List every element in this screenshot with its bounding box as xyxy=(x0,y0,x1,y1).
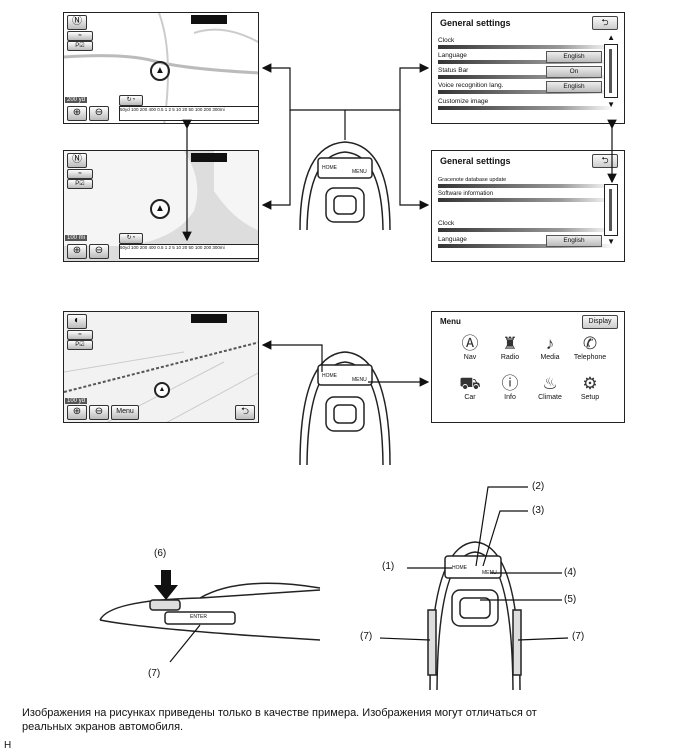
corner-letter: H xyxy=(4,740,12,751)
map-mode-button[interactable]: ≈ xyxy=(67,330,93,340)
scroll-down-icon[interactable]: ▼ xyxy=(607,100,615,109)
zoom-in-button[interactable]: ⊕ xyxy=(67,106,87,121)
distance-label: 200 yd xyxy=(65,97,88,103)
home-button[interactable]: HOME xyxy=(452,565,467,571)
distance-label: 100 mi xyxy=(65,235,88,241)
poi-button[interactable]: P☑ xyxy=(67,179,93,189)
map-screen-2: Ⓝ ≈ P☑ ▲ 100 mi ⊕ ⊖ ↻◔ 50yd 100 200 400 … xyxy=(63,150,259,262)
street-label-box xyxy=(191,15,227,24)
menu-item-radio[interactable]: ♜Radio xyxy=(488,334,532,361)
menu-item-telephone[interactable]: ✆Telephone xyxy=(568,334,612,361)
general-settings-screen-1: General settings ⮌ Clock Language Englis… xyxy=(431,12,625,124)
menu-item-media[interactable]: ♪Media xyxy=(528,334,572,361)
setting-row-gracenote[interactable]: Gracenote database update xyxy=(438,175,613,188)
setup-gear-icon: ⚙ xyxy=(582,374,598,393)
street-label-box xyxy=(191,314,227,323)
menu-button[interactable]: MENU xyxy=(482,570,497,576)
map-mode-button[interactable]: ≈ xyxy=(67,31,93,41)
compass-button[interactable]: ◐ xyxy=(67,314,87,329)
scrollbar[interactable] xyxy=(604,44,618,98)
callout-5: (5) xyxy=(564,594,577,605)
home-button[interactable]: HOME xyxy=(322,165,337,171)
telephone-icon: ✆ xyxy=(582,334,598,353)
compass-button[interactable]: Ⓝ xyxy=(67,153,87,168)
menu-button[interactable]: MENU xyxy=(352,169,367,175)
compass-button[interactable]: Ⓝ xyxy=(67,15,87,30)
remote-controller-1 xyxy=(299,141,391,231)
callout-1: (1) xyxy=(382,561,395,572)
remote-controller-2 xyxy=(299,351,391,466)
zoom-out-button[interactable]: ⊖ xyxy=(89,405,109,420)
scroll-up-icon[interactable]: ▲ xyxy=(607,33,615,42)
distance-label: 100 yd xyxy=(65,398,88,404)
map-screen-1: Ⓝ ≈ P☑ ▲ 200 yd ⊕ ⊖ ↻◔ 50yd 100 200 400 … xyxy=(63,12,259,124)
zoom-out-button[interactable]: ⊖ xyxy=(89,244,109,259)
scroll-down-icon[interactable]: ▼ xyxy=(607,237,615,246)
side-profile-controller xyxy=(99,570,321,641)
setting-row-customize-image[interactable]: Customize image xyxy=(438,97,613,110)
scrollbar[interactable] xyxy=(604,184,618,236)
climate-icon: ♨ xyxy=(542,374,558,393)
map-land xyxy=(64,151,258,246)
screen-title: General settings xyxy=(440,18,511,28)
menu-item-climate[interactable]: ♨Climate xyxy=(528,374,572,401)
callout-3: (3) xyxy=(532,505,545,516)
poi-button[interactable]: P☑ xyxy=(67,340,93,350)
disclaimer-note: Изображения на рисунках приведены только… xyxy=(22,707,537,733)
map-screen-3: ◐ ≈ P☑ ▲ 100 yd ⊕ ⊖ Menu ⮌ xyxy=(63,311,259,423)
vehicle-icon: ▲ xyxy=(154,382,170,398)
scale-bar[interactable]: 50yd 100 200 400 0.5 1 2 5 10 20 50 100 … xyxy=(119,244,258,259)
enter-button[interactable]: ENTER xyxy=(190,614,207,620)
back-button[interactable]: ⮌ xyxy=(592,16,618,30)
language-value[interactable]: English xyxy=(546,51,602,63)
status-bar-value[interactable]: On xyxy=(546,66,602,78)
setting-row-clock[interactable]: Clock xyxy=(438,36,613,49)
setting-row-clock[interactable]: Clock xyxy=(438,219,613,232)
route-button[interactable]: ↻◔ xyxy=(119,95,143,106)
radio-tower-icon: ♜ xyxy=(502,334,518,353)
language-value[interactable]: English xyxy=(546,235,602,247)
vehicle-icon: ▲ xyxy=(150,61,170,81)
callout-7-enter: (7) xyxy=(148,668,161,679)
display-button[interactable]: Display xyxy=(582,315,618,329)
route-button[interactable]: ↻◔ xyxy=(119,233,143,244)
zoom-in-button[interactable]: ⊕ xyxy=(67,244,87,259)
map-mode-button[interactable]: ≈ xyxy=(67,169,93,179)
zoom-in-button[interactable]: ⊕ xyxy=(67,405,87,420)
screen-title: General settings xyxy=(440,156,511,166)
callout-2: (2) xyxy=(532,481,545,492)
menu-title: Menu xyxy=(440,317,461,326)
music-note-icon: ♪ xyxy=(545,334,555,353)
setting-row-software-info[interactable]: Software information xyxy=(438,189,613,202)
voice-recognition-value[interactable]: English xyxy=(546,81,602,93)
remote-controller-3 xyxy=(427,541,522,691)
menu-item-car[interactable]: ⛟Car xyxy=(448,374,492,401)
callout-6: (6) xyxy=(154,548,167,559)
car-icon: ⛟ xyxy=(459,374,481,393)
callout-4: (4) xyxy=(564,567,577,578)
info-icon: ⓘ xyxy=(501,374,519,393)
zoom-out-button[interactable]: ⊖ xyxy=(89,106,109,121)
poi-button[interactable]: P☑ xyxy=(67,41,93,51)
street-label-box xyxy=(191,153,227,162)
general-settings-screen-2: General settings ⮌ Gracenote database up… xyxy=(431,150,625,262)
return-button[interactable]: ⮌ xyxy=(235,405,255,420)
callout-7-right: (7) xyxy=(572,631,585,642)
menu-button[interactable]: MENU xyxy=(352,377,367,383)
menu-button[interactable]: Menu xyxy=(111,405,139,420)
home-button[interactable]: HOME xyxy=(322,373,337,379)
vehicle-icon: ▲ xyxy=(150,199,170,219)
menu-item-setup[interactable]: ⚙Setup xyxy=(568,374,612,401)
callout-7-left: (7) xyxy=(360,631,373,642)
nav-icon: Ⓐ xyxy=(461,334,479,353)
